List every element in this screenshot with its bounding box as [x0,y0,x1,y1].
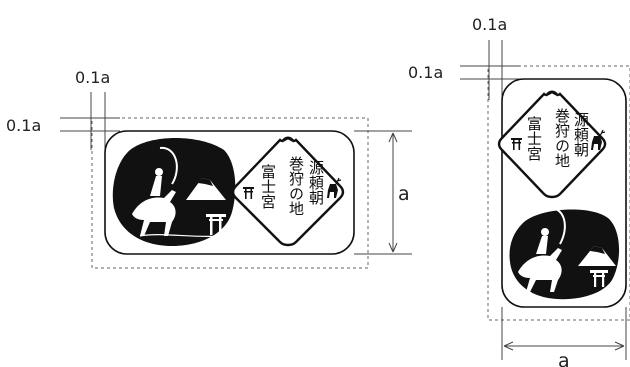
torii-icon [243,187,254,199]
archer-horseman-silhouette [112,138,236,246]
horizontal-variant: 源頼朝 巻狩の地 富士宮 a 0.1a 0.1 [6,68,412,269]
deer-icon [327,177,342,198]
torii-icon [511,138,522,150]
emblem-text-line2: 巻狩の地 [553,108,571,168]
horizontal-text-badge: 源頼朝 巻狩の地 富士宮 [231,136,345,247]
emblem-text-line2: 巻狩の地 [287,156,305,216]
torii-icon [590,270,608,287]
margin-label-left: 0.1a [6,116,41,135]
horizontal-margin-box [91,117,369,269]
archer-horseman-silhouette [509,206,620,300]
vertical-text-badge: 源頼朝 巻狩の地 富士宮 [497,90,607,199]
margin-label-left: 0.1a [408,63,443,82]
margin-label-top: 0.1a [75,68,110,87]
mount-fuji-icon [578,246,616,266]
vertical-variant: 源頼朝 巻狩の地 富士宮 [408,15,630,367]
height-dimension [354,130,412,255]
emblem-text-line3: 富士宮 [525,115,543,161]
mount-fuji-icon [186,178,226,200]
emblem-text-line1: 源頼朝 [307,160,325,206]
emblem-text-line3: 富士宮 [259,163,277,209]
emblem-text-line1: 源頼朝 [572,112,590,158]
width-dimension [501,307,627,360]
torii-icon [206,214,226,235]
margin-label-top: 0.1a [472,15,507,34]
deer-icon [591,129,606,150]
width-label: a [558,350,570,367]
height-label: a [398,183,410,205]
